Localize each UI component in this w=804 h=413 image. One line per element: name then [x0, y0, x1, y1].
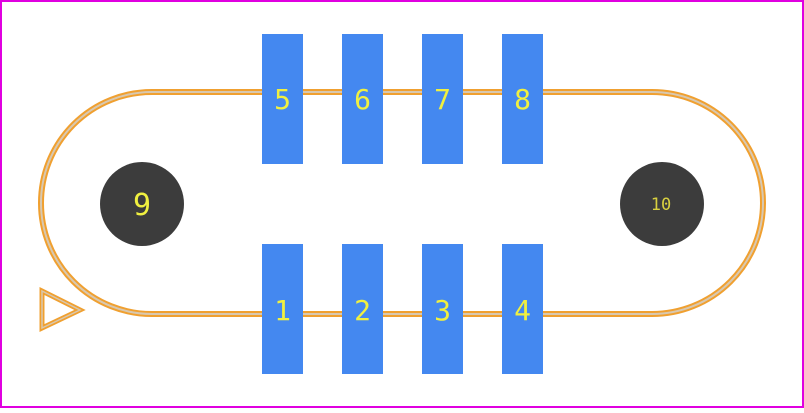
hole-10[interactable]: 10	[620, 162, 704, 246]
pad-6[interactable]: 6	[342, 34, 383, 164]
silkscreen-outline	[38, 89, 766, 317]
pad-label: 6	[354, 83, 371, 116]
pad-3[interactable]: 3	[422, 244, 463, 374]
hole-label: 9	[133, 188, 151, 223]
pad-group: 5 6 7 8 1 2 3 4	[262, 34, 543, 374]
pad-1[interactable]: 1	[262, 244, 303, 374]
pad-label: 2	[354, 294, 371, 327]
pad-label: 4	[514, 294, 531, 327]
pad-4[interactable]: 4	[502, 244, 543, 374]
pin1-marker-icon	[39, 286, 86, 332]
pad-label: 3	[434, 294, 451, 327]
pad-label: 5	[274, 83, 291, 116]
pad-7[interactable]: 7	[422, 34, 463, 164]
pad-2[interactable]: 2	[342, 244, 383, 374]
pad-label: 7	[434, 83, 451, 116]
pad-label: 1	[274, 294, 291, 327]
pad-5[interactable]: 5	[262, 34, 303, 164]
pad-label: 8	[514, 83, 531, 116]
hole-label: 10	[651, 195, 671, 215]
pad-8[interactable]: 8	[502, 34, 543, 164]
hole-9[interactable]: 9	[100, 162, 184, 246]
